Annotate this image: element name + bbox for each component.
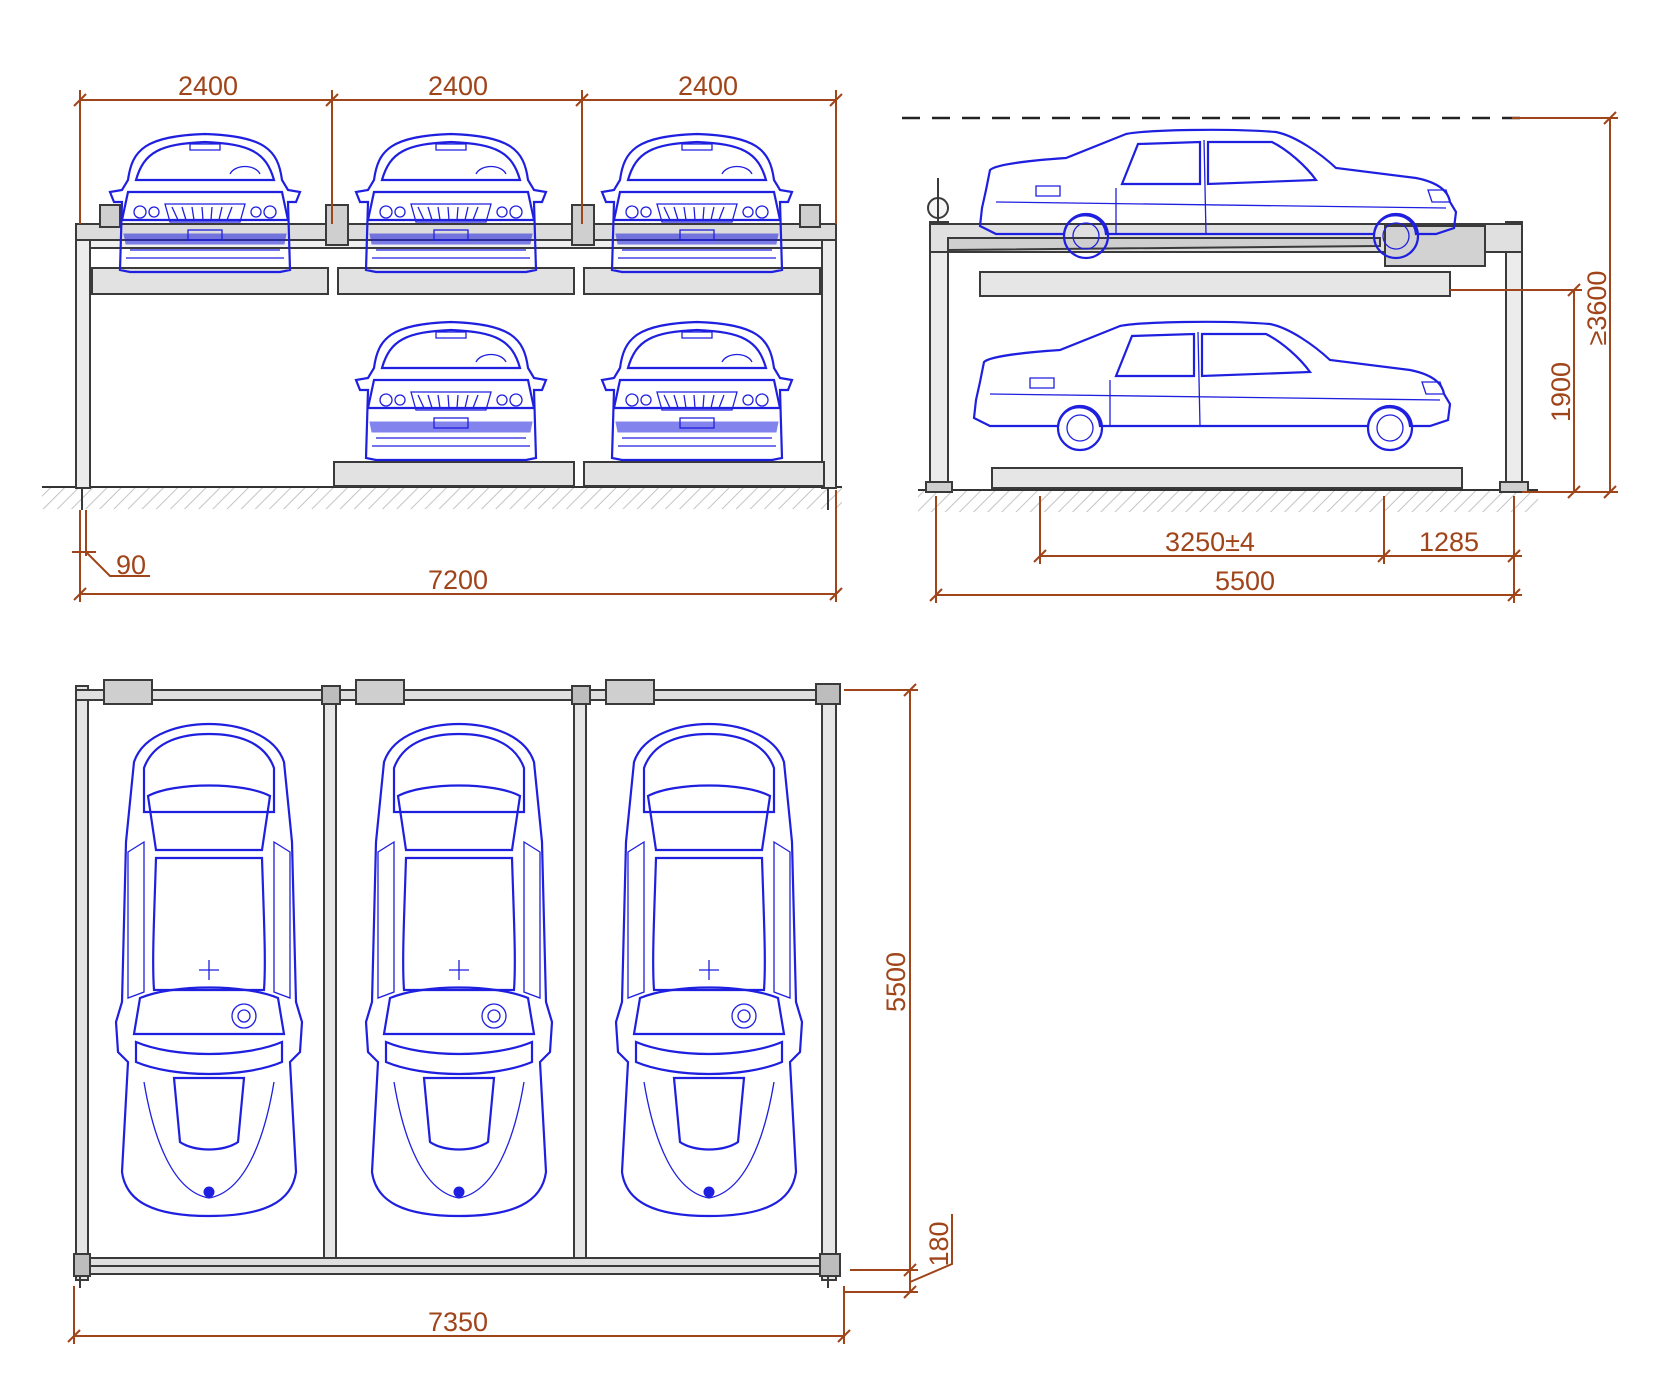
top-frame [73,679,841,1288]
side-min-height: ≥3600 [1582,271,1612,346]
side-rear-offset: 1285 [1419,527,1479,557]
front-bay-width-3: 2400 [678,71,738,101]
top-total-width: 7350 [428,1307,488,1337]
side-ground-hatch [918,490,1538,512]
top-rail-width: 180 [924,1221,954,1266]
front-bay-width-2: 2400 [428,71,488,101]
top-view: 7350 5500 180 [67,679,954,1344]
front-upper-car-1 [108,132,302,274]
front-ground-hatch [42,487,842,509]
front-total-width: 7200 [428,565,488,595]
top-dimensions [67,683,953,1344]
front-view: 2400 2400 2400 90 7200 [42,71,843,602]
side-travel-length: 3250±4 [1165,527,1255,557]
top-cars [114,722,804,1218]
side-dimensions [929,111,1618,603]
side-view: ≥3600 1900 3250±4 1285 5500 [902,111,1618,603]
front-bay-width-1: 2400 [178,71,238,101]
front-lower-cars [354,320,794,462]
front-dimensions [72,90,843,602]
front-upper-car-3 [600,132,794,274]
top-total-length: 5500 [881,952,911,1012]
front-lower-car-2 [600,320,794,462]
front-frame [75,204,837,510]
side-total-length: 5500 [1215,566,1275,596]
side-lower-car [972,320,1452,452]
front-lower-car-1 [354,320,548,462]
front-upper-cars [108,132,794,274]
top-car-1 [114,722,304,1218]
top-car-2 [364,722,554,1218]
side-frame [925,178,1529,493]
side-upper-level-height: 1900 [1546,362,1576,422]
front-post-width: 90 [116,550,146,580]
front-upper-car-2 [354,132,548,274]
top-car-3 [614,722,804,1218]
